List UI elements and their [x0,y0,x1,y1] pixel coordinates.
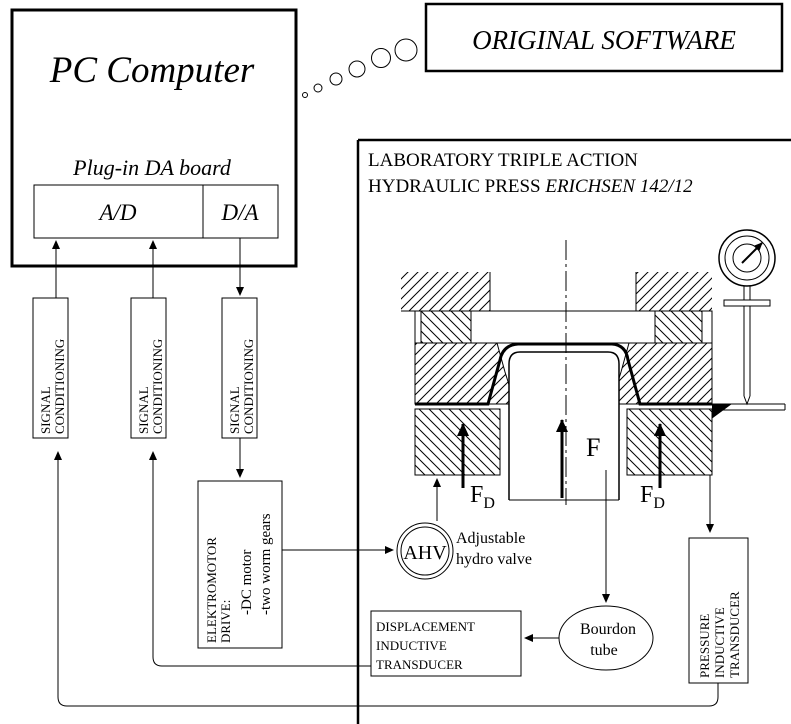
displacement-to-sc2-line [149,451,371,667]
sc2-line2: CONDITIONING [150,339,165,434]
signal-conditioning-2: SIGNAL CONDITIONING [130,297,167,439]
bourdon-line1: Bourdon [580,621,636,638]
press-frame: LABORATORY TRIPLE ACTION HYDRAULIC PRESS… [356,138,791,724]
ahv-valve: AHV Adjustable hydro valve [396,522,532,580]
elektromotor-drive-box: ELEKTROMOTOR DRIVE: -DC motor -two worm … [197,480,283,649]
motor-line2: DRIVE: [218,600,233,643]
sc1-line2: CONDITIONING [52,339,67,434]
signal-conditioning-1: SIGNAL CONDITIONING [32,297,69,439]
punch-force-label: F [586,433,600,462]
disp-line2: INDUCTIVE [376,638,447,653]
sc3-line2: CONDITIONING [241,339,256,434]
original-software-box: ORIGINAL SOFTWARE [424,2,784,73]
motor-line1: ELEKTROMOTOR [204,537,219,643]
sc2-line1: SIGNAL [136,386,151,434]
disp-line3: TRANSDUCER [376,657,463,672]
press-title-line1: LABORATORY TRIPLE ACTION [368,150,638,171]
da-converter-label: D/A [220,200,259,225]
pressure-transducer-box: PRESSURE INDUCTIVE TRANSDUCER [688,537,749,684]
displacement-transducer-box: DISPLACEMENT INDUCTIVE TRANSDUCER [370,610,522,677]
pc-computer-box: PC Computer Plug-in DA board A/D D/A [10,8,298,268]
ad-converter-label: A/D [97,200,136,225]
motor-line3: -DC motor [239,550,255,615]
sc3-line1: SIGNAL [227,386,242,434]
press-trans-line1: PRESSURE [697,614,712,678]
pressure-to-sc1-line [54,451,719,707]
ahv-label: AHV [403,542,447,564]
press-trans-line3: TRANSDUCER [727,591,742,678]
fd-right-label: FD [640,482,665,512]
da-board: A/D D/A [33,184,279,239]
thought-bubbles [302,38,418,98]
pc-computer-title: PC Computer [49,50,255,91]
valve-line2: hydro valve [456,551,532,568]
press-mechanism: F FD FD [401,229,786,603]
disp-line1: DISPLACEMENT [376,619,475,634]
fd-left-label: FD [470,482,495,512]
sc1-line1: SIGNAL [38,386,53,434]
signal-conditioning-3: SIGNAL CONDITIONING [221,297,258,439]
motor-line4: -two worm gears [258,513,274,615]
valve-line1: Adjustable [456,530,525,547]
bourdon-line2: tube [590,642,618,659]
board-label: Plug-in DA board [72,155,232,180]
press-title-line2: HYDRAULIC PRESS ERICHSEN 142/12 [368,176,693,197]
press-trans-line2: INDUCTIVE [712,607,727,678]
dial-gauge [711,229,786,419]
original-software-label: ORIGINAL SOFTWARE [472,25,736,55]
bourdon-tube: Bourdon tube [558,605,654,671]
